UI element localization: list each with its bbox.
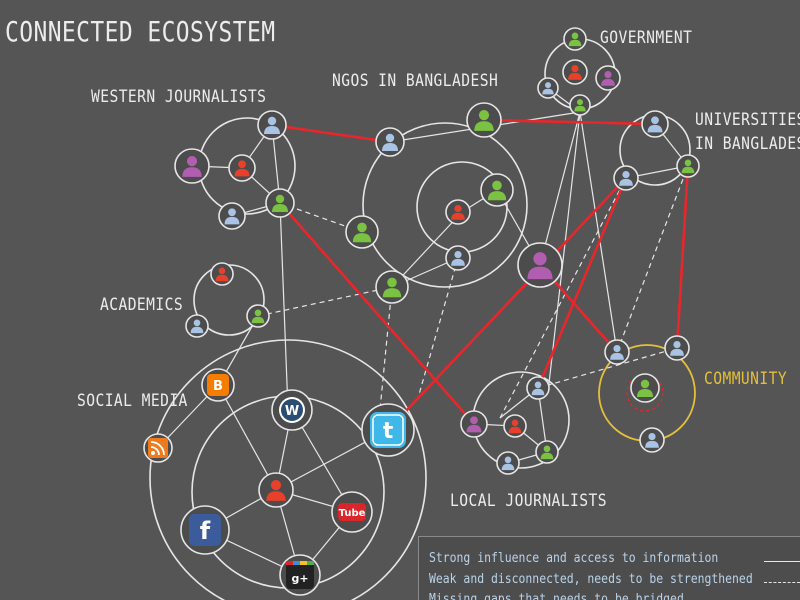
label-western-journalists: WESTERN JOURNALISTS (91, 87, 267, 107)
facebook-icon: f (180, 505, 230, 555)
person-gov-2 (562, 59, 588, 85)
person-uni-3 (676, 154, 700, 178)
person-local-2 (503, 414, 527, 438)
svg-text:B: B (213, 379, 223, 394)
legend-missing-text: Missing gaps that needs to be bridged (429, 592, 684, 600)
svg-text:f: f (200, 517, 211, 545)
link-missing-1 (483, 118, 656, 126)
person-ngo-3 (480, 173, 514, 207)
label-social-media: SOCIAL MEDIA (77, 391, 188, 411)
person-academic-2 (185, 314, 209, 338)
legend: Strong influence and access to informati… (418, 536, 800, 600)
link-missing-6 (536, 177, 628, 389)
link-missing-2 (279, 202, 475, 425)
diagram-title: CONNECTED ECOSYSTEM (5, 15, 276, 48)
link-weak-5 (537, 347, 678, 389)
person-ngo-6 (445, 245, 471, 271)
link-missing-0 (271, 123, 391, 144)
person-local-5 (496, 451, 520, 475)
label-local-journalists: LOCAL JOURNALISTS (450, 491, 607, 511)
blogger-icon: B (201, 368, 235, 402)
person-gov-1 (563, 27, 587, 51)
link-strong-9 (391, 211, 463, 288)
link-weak-4 (499, 177, 627, 419)
legend-weak-line (764, 582, 800, 583)
svg-text:t: t (383, 419, 394, 444)
link-weak-1 (257, 286, 393, 317)
person-ngo-2 (466, 102, 502, 138)
svg-text:Tube: Tube (339, 508, 366, 519)
person-gov-4 (595, 65, 621, 91)
label-academics: ACADEMICS (100, 295, 184, 315)
svg-text:W: W (285, 404, 299, 419)
person-ngo-4 (445, 199, 471, 225)
link-strong-19 (217, 384, 277, 491)
person-local-1 (460, 410, 488, 438)
twitter-icon: t (361, 403, 415, 457)
google-plus-icon: g+ (279, 554, 321, 596)
person-ngo-7 (375, 270, 409, 304)
link-weak-6 (616, 165, 689, 353)
person-ngo-8 (517, 242, 563, 288)
person-gov-3 (537, 77, 559, 99)
wordpress-icon: W (271, 389, 313, 431)
link-weak-3 (417, 257, 459, 399)
person-community-1 (604, 339, 630, 365)
person-ngo-5 (345, 215, 379, 249)
label-ngos: NGOS IN BANGLADESH (332, 71, 499, 91)
link-strong-14 (579, 111, 618, 353)
link-missing-5 (387, 177, 627, 431)
person-academic-3 (246, 304, 270, 328)
youtube-icon: Tube (331, 491, 373, 533)
ring-ngos-outer (362, 122, 528, 288)
person-uni-1 (641, 110, 669, 138)
label-government: GOVERNMENT (600, 28, 693, 48)
legend-weak-text: Weak and disconnected, needs to be stren… (429, 572, 753, 587)
legend-strong-text: Strong influence and access to informati… (429, 551, 719, 566)
person-uni-2 (613, 165, 639, 191)
person-western-3 (228, 154, 256, 182)
person-local-4 (535, 440, 559, 464)
link-strong-13 (547, 111, 581, 393)
person-community-3 (630, 373, 660, 403)
person-community-2 (664, 335, 690, 361)
person-ngo-1 (375, 127, 405, 157)
link-missing-4 (675, 165, 690, 349)
person-western-4 (265, 188, 295, 218)
ring-social-outer (149, 339, 427, 600)
label-community: COMMUNITY (704, 369, 788, 389)
person-community-4 (639, 427, 665, 453)
person-social-center (258, 472, 294, 508)
label-universities-line2: IN BANGLADESH (695, 134, 800, 154)
person-gov-5 (569, 94, 591, 116)
legend-strong-line (764, 561, 800, 562)
label-universities-line1: UNIVERSITIES (695, 110, 800, 130)
person-western-5 (218, 202, 246, 230)
rss-icon (143, 433, 173, 463)
person-academic-1 (210, 262, 234, 286)
person-western-2 (174, 148, 210, 184)
link-strong-12 (539, 111, 581, 266)
person-local-3 (526, 376, 550, 400)
person-western-1 (257, 110, 287, 140)
link-strong-5 (279, 202, 289, 411)
svg-text:g+: g+ (291, 572, 308, 585)
